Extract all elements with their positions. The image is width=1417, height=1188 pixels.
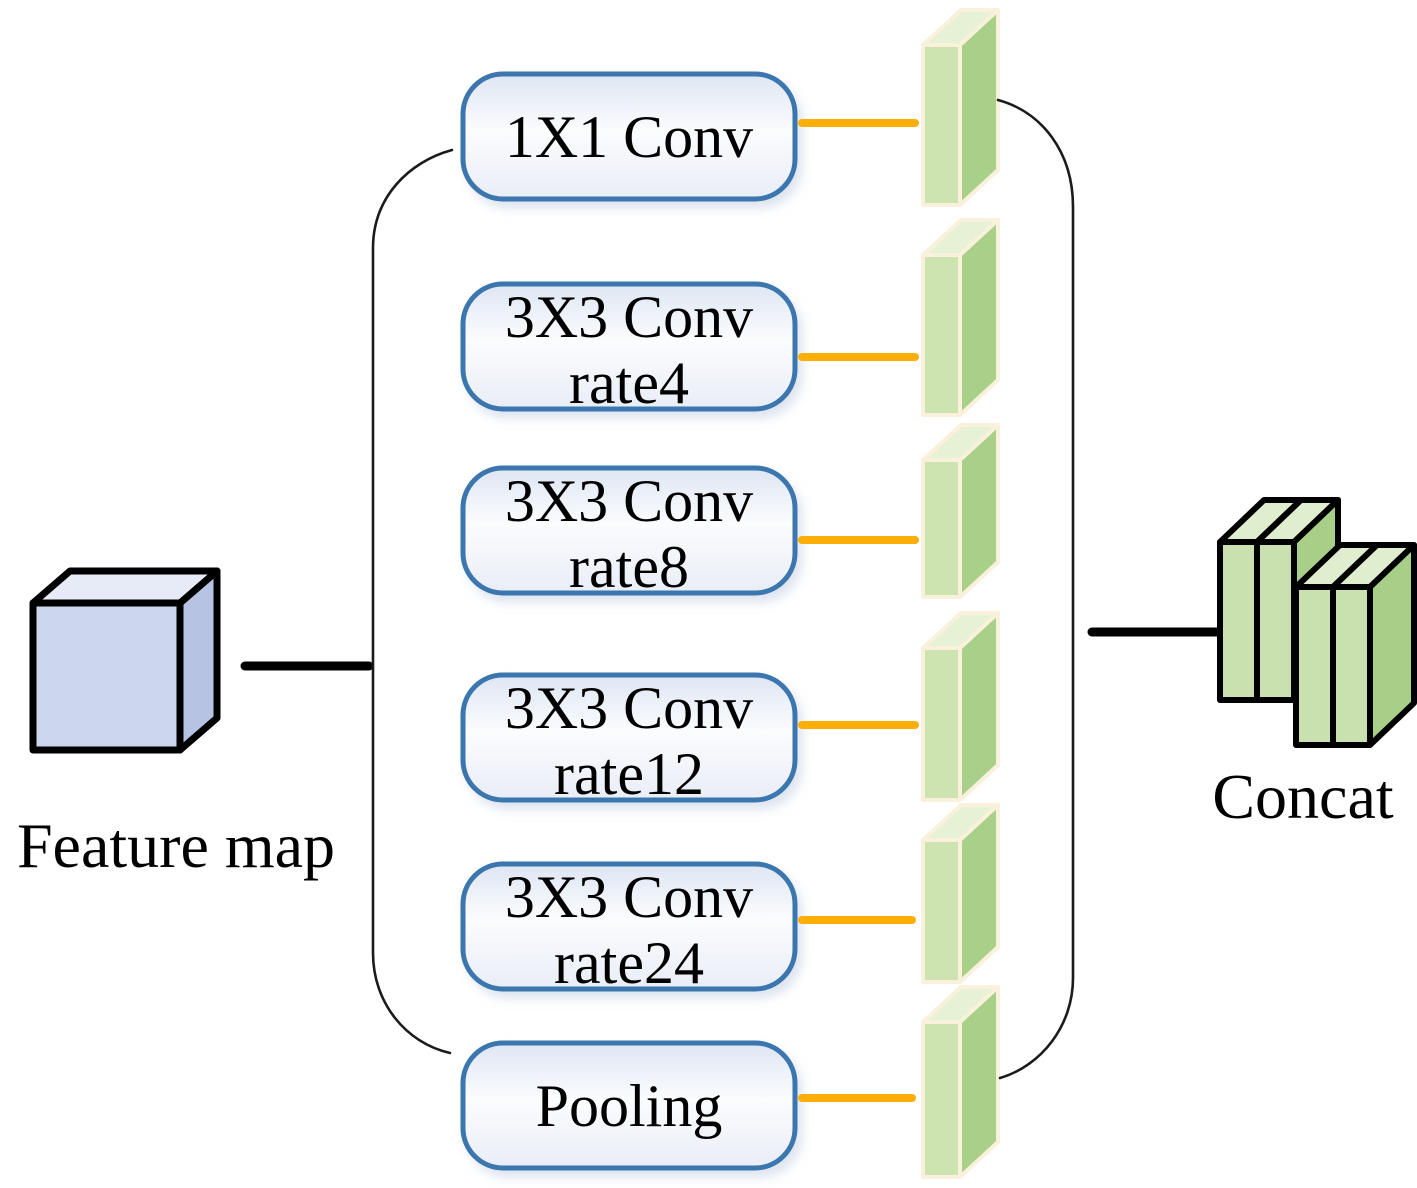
concat-slab-front-face: [1254, 539, 1297, 703]
feature-map-label: Feature map: [17, 810, 335, 881]
slab-front-face: [921, 1020, 962, 1179]
conv-box-rate12: [460, 672, 798, 803]
concat-slab-b2: [1330, 542, 1417, 748]
output-fanin-bracket: [996, 98, 1075, 1080]
slab-front-face: [921, 253, 962, 417]
branch-3x3-conv-rate8: 3X3 Conv rate8: [460, 423, 1000, 600]
feature-map-cube: [29, 567, 221, 754]
conv-box-rate8-label-line1: 3X3 Conv: [505, 468, 753, 534]
feature-slab-3: [921, 423, 1000, 599]
conv-box-rate24-label-line2: rate24: [554, 930, 704, 996]
feature-slab-6: [921, 985, 1000, 1179]
slab-front-face: [921, 838, 962, 984]
conv-box-rate24: [460, 861, 798, 992]
conv-box-rate8: [460, 465, 798, 596]
pooling-box-label: Pooling: [536, 1073, 723, 1139]
slab-front-face: [921, 646, 962, 802]
conv-box-rate24-label-line1: 3X3 Conv: [505, 864, 753, 930]
slab-side-face: [958, 218, 1000, 417]
conv-box-rate4-label-line1: 3X3 Conv: [505, 284, 753, 350]
concat-slab-front-face: [1293, 584, 1336, 748]
concat-slab-front-face: [1217, 539, 1260, 703]
slab-side-face: [958, 985, 1000, 1179]
slab-side-face: [958, 611, 1000, 802]
conv-box-rate4-label-line2: rate4: [569, 350, 689, 416]
concat-slab-front-face: [1330, 584, 1373, 748]
conv-box-rate4: [460, 281, 798, 412]
branch-3x3-conv-rate4: 3X3 Conv rate4: [460, 218, 1000, 417]
slab-front-face: [921, 43, 962, 207]
branch-1x1-conv: 1X1 Conv: [460, 8, 1000, 207]
feature-slab-5: [921, 803, 1000, 984]
concat-label: Concat: [1212, 761, 1394, 832]
conv-box-1x1: [460, 71, 798, 202]
branch-pooling: Pooling: [460, 985, 1000, 1179]
cube-front-face: [29, 599, 184, 754]
conv-box-rate12-label-line1: 3X3 Conv: [505, 675, 753, 741]
input-fanout-bracket: [371, 148, 454, 1055]
conv-box-rate12-label-line2: rate12: [554, 741, 704, 807]
conv-box-1x1-label: 1X1 Conv: [505, 104, 753, 170]
conv-box-rate8-label-line2: rate8: [569, 534, 689, 600]
branch-3x3-conv-rate12: 3X3 Conv rate12: [460, 611, 1000, 807]
cube-top-face: [29, 567, 221, 607]
feature-slab-2: [921, 218, 1000, 417]
pooling-box: [460, 1040, 798, 1171]
slab-side-face: [958, 8, 1000, 207]
feature-slab-1: [921, 8, 1000, 207]
slab-front-face: [921, 458, 962, 599]
concat-block: [1217, 497, 1417, 748]
branch-3x3-conv-rate24: 3X3 Conv rate24: [460, 803, 1000, 996]
feature-slab-4: [921, 611, 1000, 802]
